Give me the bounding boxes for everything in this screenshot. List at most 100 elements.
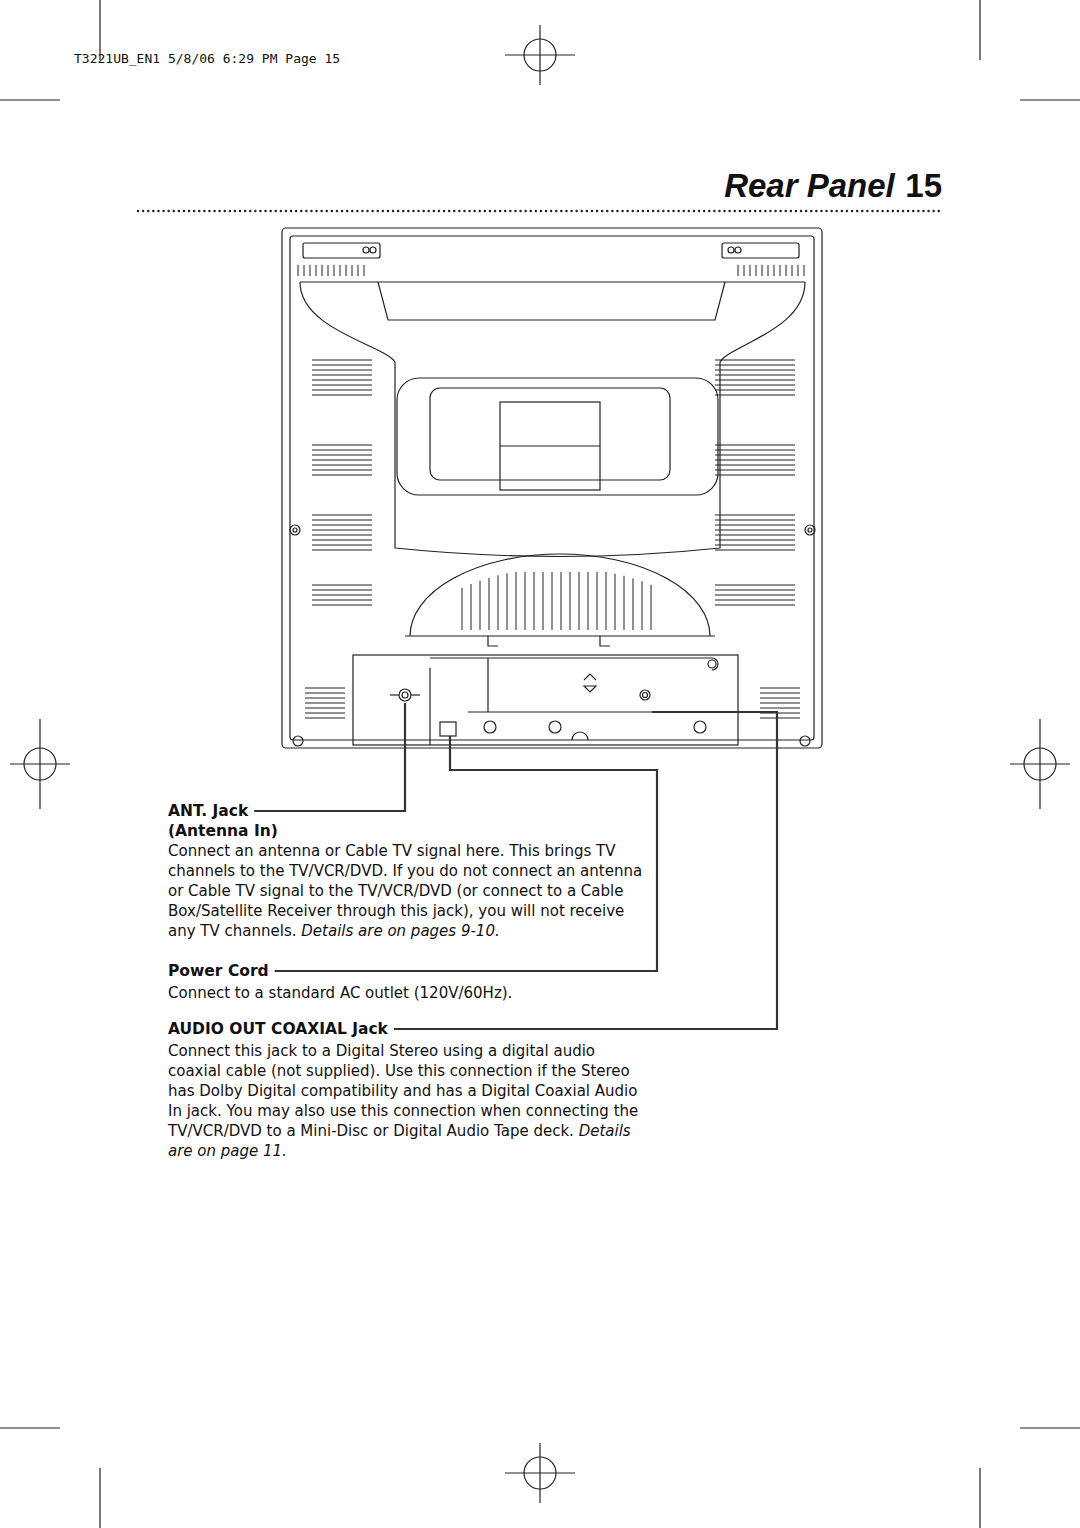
vent-slot	[312, 530, 372, 531]
vent-slot	[462, 588, 463, 630]
callout-subheading-text: (Antenna In)	[168, 822, 278, 840]
vent-slot	[760, 718, 800, 719]
vent-slot	[304, 265, 305, 276]
vent-slot	[471, 584, 472, 630]
callout-body-text: Connect this jack to a Digital Stereo us…	[168, 1042, 638, 1140]
vent-slot	[312, 460, 372, 461]
vent-slot	[305, 708, 345, 709]
vent-slot	[744, 265, 745, 276]
vent-slot	[516, 572, 517, 630]
callout-heading-text: Power Cord	[168, 962, 269, 980]
vent-slot	[312, 465, 372, 466]
vent-slot	[715, 605, 795, 606]
vent-slot	[312, 385, 372, 386]
vent-slot	[316, 265, 317, 276]
vent-slot	[507, 573, 508, 630]
vent-slot	[312, 590, 372, 591]
vent-slot	[312, 600, 372, 601]
vent-slot	[750, 265, 751, 276]
vent-slot	[312, 365, 372, 366]
vent-slot	[312, 525, 372, 526]
vent-slot	[312, 370, 372, 371]
vent-slot	[489, 578, 490, 630]
vent-slot	[715, 530, 795, 531]
vent-slot	[312, 540, 372, 541]
vent-slot	[756, 265, 757, 276]
vent-slot	[798, 265, 799, 276]
print-slug: T3221UB_EN1 5/8/06 6:29 PM Page 15	[74, 50, 494, 67]
callout-heading-text: ANT. Jack	[168, 802, 248, 820]
print-slug-text: T3221UB_EN1 5/8/06 6:29 PM Page 15	[74, 51, 340, 66]
vent-slot	[804, 265, 805, 276]
vent-slot	[312, 595, 372, 596]
vent-slot	[715, 595, 795, 596]
vent-slot	[534, 572, 535, 630]
vent-slot	[312, 545, 372, 546]
vent-slot	[364, 265, 365, 276]
vent-slot	[760, 688, 800, 689]
vent-slot	[715, 545, 795, 546]
vent-slot	[715, 455, 795, 456]
vent-slot	[642, 581, 643, 630]
vent-slot	[715, 375, 795, 376]
vent-slot	[715, 470, 795, 471]
vent-slot	[305, 713, 345, 714]
vent-slot	[651, 585, 652, 630]
vent-slot	[312, 475, 372, 476]
vent-slot	[715, 390, 795, 391]
callout-body-text: Details are on pages 9-10.	[301, 922, 499, 940]
vent-slot	[312, 520, 372, 521]
vent-slot	[633, 578, 634, 630]
dotted-rule	[138, 210, 942, 212]
vent-slot	[588, 572, 589, 630]
page-heading: Rear Panel15	[724, 164, 942, 208]
vent-slot	[312, 375, 372, 376]
vent-slot	[606, 572, 607, 630]
vent-slot	[715, 535, 795, 536]
vent-slot	[305, 693, 345, 694]
vent-slot	[305, 703, 345, 704]
vent-slot	[715, 520, 795, 521]
vent-slot	[543, 572, 544, 630]
vent-slot	[715, 450, 795, 451]
vent-slot	[786, 265, 787, 276]
vent-slot	[597, 572, 598, 630]
vent-slot	[715, 445, 795, 446]
vent-slot	[312, 535, 372, 536]
callout-body: Connect this jack to a Digital Stereo us…	[168, 1041, 652, 1161]
vent-slot	[624, 576, 625, 630]
vent-slot	[312, 380, 372, 381]
vent-slot	[715, 585, 795, 586]
vent-slot	[760, 703, 800, 704]
vent-slot	[768, 265, 769, 276]
vent-slot	[762, 265, 763, 276]
vent-slot	[780, 265, 781, 276]
vent-slot	[312, 605, 372, 606]
tv-back	[282, 228, 822, 748]
vent-slot	[310, 265, 311, 276]
callout-heading: Power Cord	[168, 961, 269, 981]
vent-slot	[715, 360, 795, 361]
callout-heading: ANT. Jack	[168, 801, 248, 821]
vent-slot	[715, 380, 795, 381]
vent-slot	[715, 385, 795, 386]
callout-body-text: Connect to a standard AC outlet (120V/60…	[168, 984, 512, 1002]
vent-slot	[792, 265, 793, 276]
vent-slot	[312, 470, 372, 471]
vent-slot	[561, 572, 562, 630]
page-heading-text: Rear Panel	[724, 167, 895, 204]
vent-slot	[498, 575, 499, 630]
vent-slot	[760, 693, 800, 694]
vent-slot	[305, 698, 345, 699]
vent-slot	[322, 265, 323, 276]
vent-slot	[298, 265, 299, 276]
callout-heading: AUDIO OUT COAXIAL Jack	[168, 1019, 388, 1039]
vent-slot	[760, 708, 800, 709]
vent-slot	[305, 688, 345, 689]
vent-slot	[352, 265, 353, 276]
vent-slot	[738, 265, 739, 276]
callout-body: Connect an antenna or Cable TV signal he…	[168, 841, 652, 941]
vent-slot	[312, 390, 372, 391]
vent-slot	[760, 698, 800, 699]
